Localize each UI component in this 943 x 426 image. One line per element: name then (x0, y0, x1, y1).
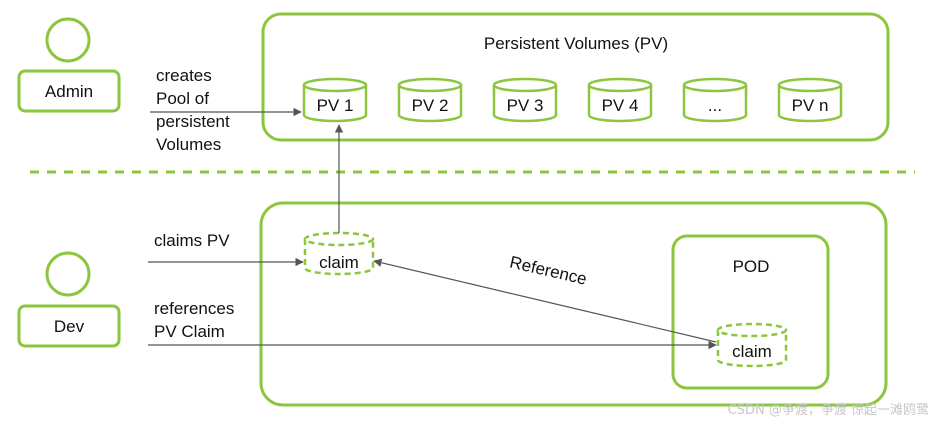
pv-cylinder: PV 3 (492, 77, 558, 123)
reference-arrow (373, 258, 717, 343)
pv-cylinder: PV 1 (302, 77, 368, 123)
pod-claim-cylinder (716, 322, 788, 368)
pv-label: PV 1 (317, 96, 354, 115)
dev-head-icon (45, 251, 91, 297)
dev-label: Dev (54, 317, 85, 336)
pv-label: PV 2 (412, 96, 449, 115)
pv-cylinder: PV 2 (397, 77, 463, 123)
pv-label: ... (708, 96, 722, 115)
pv-volume-list: PV 1 PV 2 PV 3 PV 4... PV n (302, 77, 843, 123)
dev-claims-label: claims PV (154, 231, 230, 250)
pv-cylinder: PV 4 (587, 77, 653, 123)
admin-head-icon (45, 17, 91, 63)
admin-action-line-2: Pool of (156, 89, 209, 108)
admin-action-line-3: persistent (156, 112, 230, 131)
pv-label: PV 3 (507, 96, 544, 115)
pv-cylinder: ... (682, 77, 748, 123)
dev-references-line-1: references (154, 299, 234, 318)
dev-references-line-2: PV Claim (154, 322, 225, 341)
pod-box (671, 234, 830, 390)
admin-label: Admin (45, 82, 93, 101)
dev-box (17, 304, 121, 348)
claim-label: claim (319, 253, 359, 272)
claim-cylinder (303, 231, 375, 276)
pod-title: POD (733, 257, 770, 276)
admin-box (17, 69, 121, 113)
pv-label: PV n (792, 96, 829, 115)
admin-action-line-1: creates (156, 66, 212, 85)
watermark: CSDN @争渡，争渡 惊起一滩鸥鹭 (727, 403, 929, 418)
admin-action-line-4: Volumes (156, 135, 221, 154)
pv-panel-title: Persistent Volumes (PV) (484, 34, 668, 53)
pv-label: PV 4 (602, 96, 639, 115)
pod-claim-label: claim (732, 342, 772, 361)
pv-cylinder: PV n (777, 77, 843, 123)
